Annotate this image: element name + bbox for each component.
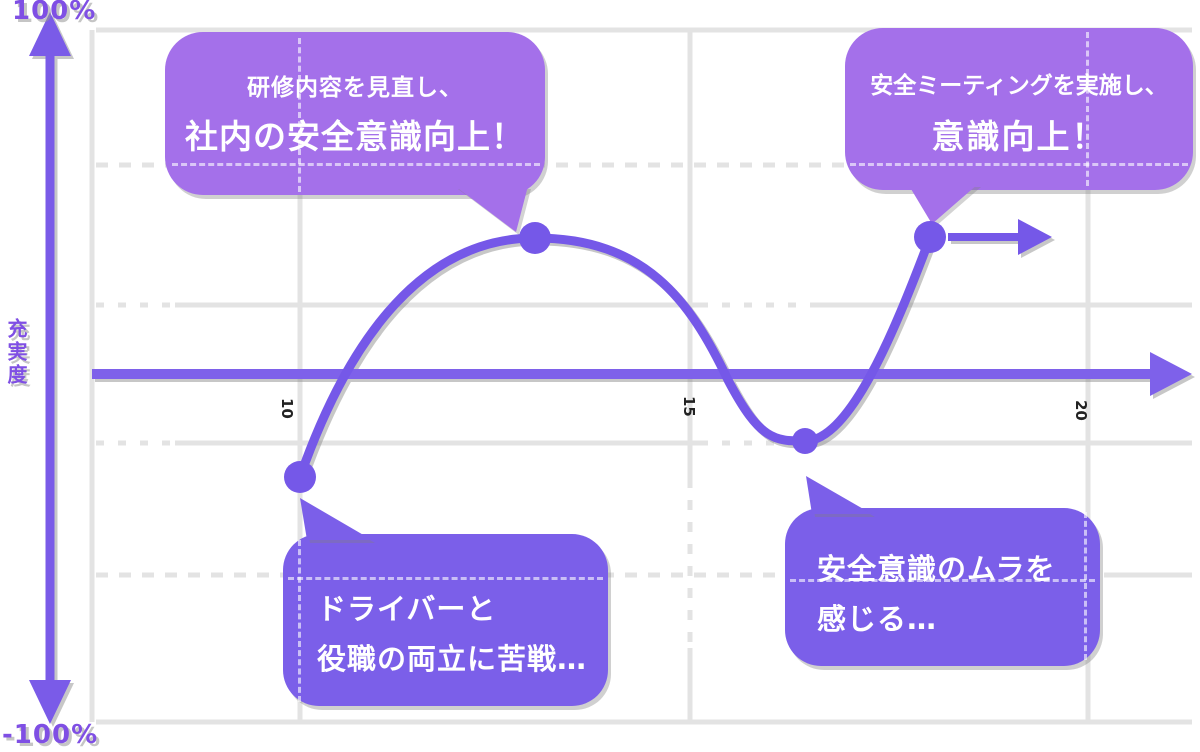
bubble-driver-struggle-line2: 役職の両立に苦戦… [317, 642, 588, 676]
bubble-safety-unevenness-line2: 感じる… [817, 602, 938, 636]
bubble-training-review-line2: 社内の安全意識向上！ [185, 117, 525, 156]
x-axis-right-arrow-icon [1150, 352, 1192, 396]
point-dip [792, 428, 818, 454]
bubble-driver-struggle-line1: ドライバーと [317, 592, 497, 626]
trend-arrow-head-icon [1018, 219, 1052, 255]
motivation-curve [295, 233, 933, 482]
point-peak [519, 222, 551, 254]
y-axis-down-arrow-icon [29, 680, 71, 724]
y-axis-up-arrow-icon [29, 12, 71, 56]
point-year10-low [284, 461, 316, 493]
vgrid-overlay-train [298, 38, 301, 192]
x-tick-year15: 15 [680, 396, 698, 417]
hgrid-overlay-meeting [850, 163, 1188, 166]
hgrid-overlay-driver [288, 577, 603, 580]
bubble-safety-meeting-line1: 安全ミーティングを実施し、 [870, 73, 1168, 99]
y-axis-title: 充実度 [4, 318, 28, 387]
hgrid-overlay-mura [790, 579, 1095, 582]
bubble-training-tail-icon [455, 186, 528, 232]
bubble-driver-tail-icon [300, 498, 372, 540]
bubble-safety-unevenness: 安全意識のムラを 感じる… [785, 508, 1100, 666]
vgrid-overlay-meeting [1086, 32, 1089, 186]
bubble-safety-meeting-line2: 意識向上！ [931, 117, 1107, 156]
bubble-mura-tail-icon [806, 476, 872, 514]
bubble-meeting-tail-icon [908, 184, 978, 224]
y-axis-max-label: 100% [12, 0, 97, 26]
bubble-driver-struggle: ドライバーと 役職の両立に苦戦… [283, 534, 608, 706]
point-final-high [914, 221, 946, 253]
bubble-training-review: 研修内容を見直し、 社内の安全意識向上！ [165, 32, 545, 195]
x-tick-year10: 10 [278, 398, 296, 419]
x-tick-year20: 20 [1072, 400, 1090, 421]
bubble-training-review-line1: 研修内容を見直し、 [247, 75, 463, 101]
vgrid-overlay-mura [1084, 512, 1087, 660]
vgrid-overlay-driver [298, 540, 301, 702]
y-axis-min-label: -100% [2, 720, 99, 750]
hgrid-overlay-train [172, 163, 540, 166]
